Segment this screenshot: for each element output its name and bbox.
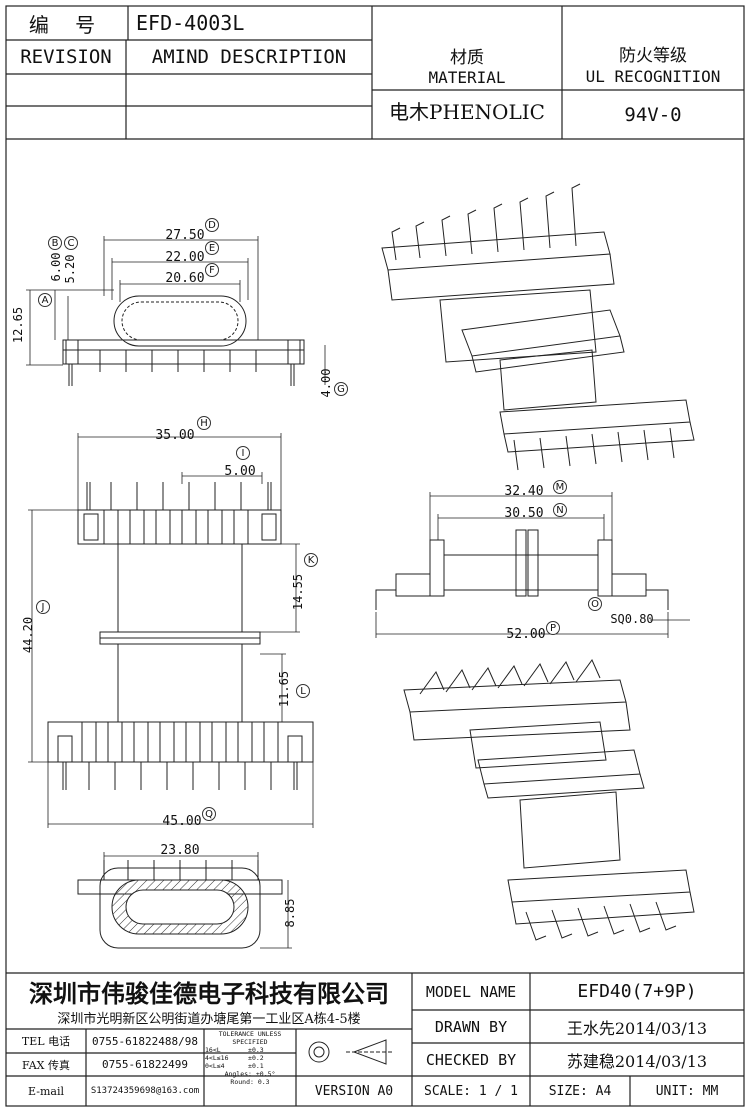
dim-12-65: 12.65 [11, 306, 25, 344]
dim-6-00: 6.00 [49, 252, 63, 282]
description-label: AMIND DESCRIPTION [151, 46, 347, 68]
marker-p: P [546, 621, 560, 635]
email-label: E-mail [28, 1084, 64, 1098]
dim-11-65: 11.65 [277, 670, 291, 708]
iso-view-top [381, 183, 695, 471]
material-value: 电木PHENOLIC [389, 99, 545, 124]
tolerance-block: TOLERANCE UNLESS SPECIFIED 16<L ±0.3 4<L… [205, 1030, 295, 1106]
material-en: MATERIAL [428, 67, 506, 87]
dim-14-55: 14.55 [291, 573, 305, 611]
material-cn: 材质 [450, 47, 484, 68]
tel-label: TEL 电话 [21, 1035, 71, 1048]
model-label: MODEL NAME [425, 982, 517, 1001]
marker-o: O [588, 597, 602, 611]
checked-value: 苏建稳2014/03/13 [566, 1051, 708, 1071]
drawn-value: 王水先2014/03/13 [566, 1018, 708, 1038]
size: SIZE: A4 [548, 1083, 612, 1099]
drawn-label: DRAWN BY [434, 1017, 508, 1036]
version: VERSION A0 [314, 1083, 394, 1099]
dim-sq: SQ0.80 [610, 612, 654, 626]
iso-view-bottom [403, 659, 695, 941]
tolerance-title: TOLERANCE UNLESS SPECIFIED [218, 1030, 282, 1046]
unit: UNIT: MM [655, 1083, 719, 1099]
dim-44-20: 44.20 [21, 616, 35, 654]
marker-m: M [553, 480, 567, 494]
marker-n: N [553, 503, 567, 517]
revision-label: REVISION [20, 46, 112, 68]
dim-8-85: 8.85 [283, 898, 297, 928]
fax-label: FAX 传真 [22, 1058, 70, 1072]
marker-b: B [48, 236, 62, 250]
code-value: EFD-4003L [136, 11, 245, 35]
tolerance-angles: Angles: ±0.5° [224, 1070, 276, 1078]
ul-cn: 防火等级 [619, 45, 687, 66]
scale: SCALE: 1 / 1 [424, 1083, 518, 1099]
fax-value: 0755-61822499 [101, 1058, 189, 1071]
marker-i: I [236, 446, 250, 460]
front-view [28, 433, 314, 828]
marker-h: H [197, 416, 211, 430]
dim-27-50: 27.50 [165, 227, 205, 243]
marker-k: K [304, 553, 318, 567]
checked-label: CHECKED BY [425, 1050, 517, 1069]
email-value: S13724359698@163.com [90, 1086, 200, 1096]
marker-f: F [205, 263, 219, 277]
marker-q: Q [202, 807, 216, 821]
dim-45-00: 45.00 [162, 813, 202, 829]
ul-en: UL RECOGNITION [585, 66, 721, 86]
dim-5-00: 5.00 [224, 463, 256, 479]
dim-30-50: 30.50 [504, 505, 544, 521]
code-label: 编 号 [28, 12, 106, 37]
dim-32-40: 32.40 [504, 483, 544, 499]
projection-symbol [308, 1039, 394, 1065]
bottom-view [77, 852, 292, 949]
marker-e: E [205, 241, 219, 255]
marker-c: C [64, 236, 78, 250]
company-address: 深圳市光明新区公明街道办塘尾第一工业区A栋4-5楼 [57, 1011, 361, 1027]
dim-20-60: 20.60 [165, 270, 205, 286]
outer-border [5, 5, 745, 1107]
side-view [375, 492, 690, 638]
company-name: 深圳市伟骏佳德电子科技有限公司 [29, 978, 389, 1008]
dim-22-00: 22.00 [165, 249, 205, 265]
marker-g: G [334, 382, 348, 396]
marker-d: D [205, 218, 219, 232]
marker-j: J [36, 600, 50, 614]
tolerance-line-3: 0<L≤4 ±0.1 [205, 1062, 264, 1070]
tel-value: 0755-61822488/98 [92, 1034, 198, 1048]
marker-a: A [38, 293, 52, 307]
dim-4-00: 4.00 [319, 368, 333, 398]
dim-52-00: 52.00 [506, 626, 546, 642]
dim-5-20: 5.20 [63, 254, 77, 284]
dim-23-80: 23.80 [160, 842, 200, 858]
top-view [26, 236, 326, 386]
model-value: EFD40(7+9P) [577, 981, 697, 1002]
marker-l: L [296, 684, 310, 698]
tolerance-line-2: 4<L≤16 ±0.2 [205, 1054, 264, 1062]
ul-value: 94V-0 [624, 104, 682, 126]
tolerance-round: Round: 0.3 [230, 1078, 270, 1086]
tolerance-line-1: 16<L ±0.3 [205, 1046, 264, 1054]
dim-35-00: 35.00 [155, 427, 195, 443]
